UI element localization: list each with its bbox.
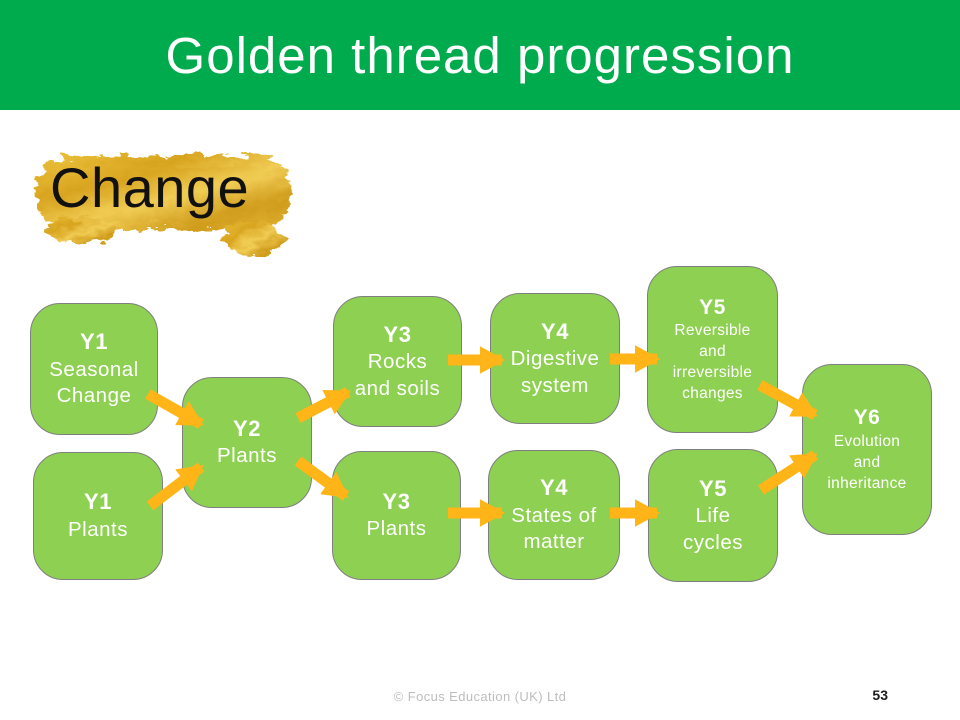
node-year-label: Y5 <box>699 475 727 501</box>
node-year-label: Y1 <box>80 329 108 355</box>
node-y6-evolution-inheritance: Y6 Evolution and inheritance <box>802 364 932 535</box>
node-year-label: Y4 <box>540 475 568 501</box>
node-topic-label: Seasonal Change <box>49 357 139 408</box>
node-y2-plants: Y2 Plants <box>182 377 312 508</box>
node-topic-label: Plants <box>68 517 128 541</box>
node-topic-label: Rocks and soils <box>354 350 441 400</box>
node-year-label: Y5 <box>699 296 726 319</box>
header-bar: Golden thread progression <box>0 0 960 110</box>
node-year-label: Y1 <box>84 489 112 515</box>
node-topic-label: Plants <box>366 517 427 541</box>
node-year-label: Y2 <box>233 415 261 441</box>
footer-copyright: © Focus Education (UK) Ltd <box>393 689 567 704</box>
node-topic-label: Life cycles <box>683 504 743 554</box>
node-topic-label: States of matter <box>511 503 597 554</box>
gold-brush-stroke <box>36 156 290 255</box>
node-y3-rocks-and-soils: Y3 Rocks and soils <box>333 296 462 427</box>
node-y5-reversible-irreversible-changes: Y5 Reversible and irreversible changes <box>647 266 778 433</box>
node-y4-digestive-system: Y4 Digestive system <box>490 293 620 424</box>
node-y3-plants: Y3 Plants <box>332 451 461 580</box>
node-topic-label: Reversible and irreversible changes <box>672 322 753 403</box>
node-topic-label: Evolution and inheritance <box>827 432 907 492</box>
node-topic-label: Digestive system <box>510 347 600 397</box>
page-title: Golden thread progression <box>165 26 795 84</box>
node-year-label: Y4 <box>541 318 569 344</box>
thread-label-group: Change <box>22 144 322 264</box>
node-y5-life-cycles: Y5 Life cycles <box>648 449 778 582</box>
node-y1-seasonal-change: Y1 Seasonal Change <box>30 303 158 435</box>
node-year-label: Y3 <box>383 321 412 347</box>
node-year-label: Y6 <box>853 406 881 430</box>
thread-label: Change <box>50 156 250 219</box>
page-number: 53 <box>872 687 888 703</box>
node-topic-label: Plants <box>217 444 277 468</box>
node-year-label: Y3 <box>382 488 411 514</box>
node-y1-plants: Y1 Plants <box>33 452 163 580</box>
node-y4-states-of-matter: Y4 States of matter <box>488 450 620 580</box>
